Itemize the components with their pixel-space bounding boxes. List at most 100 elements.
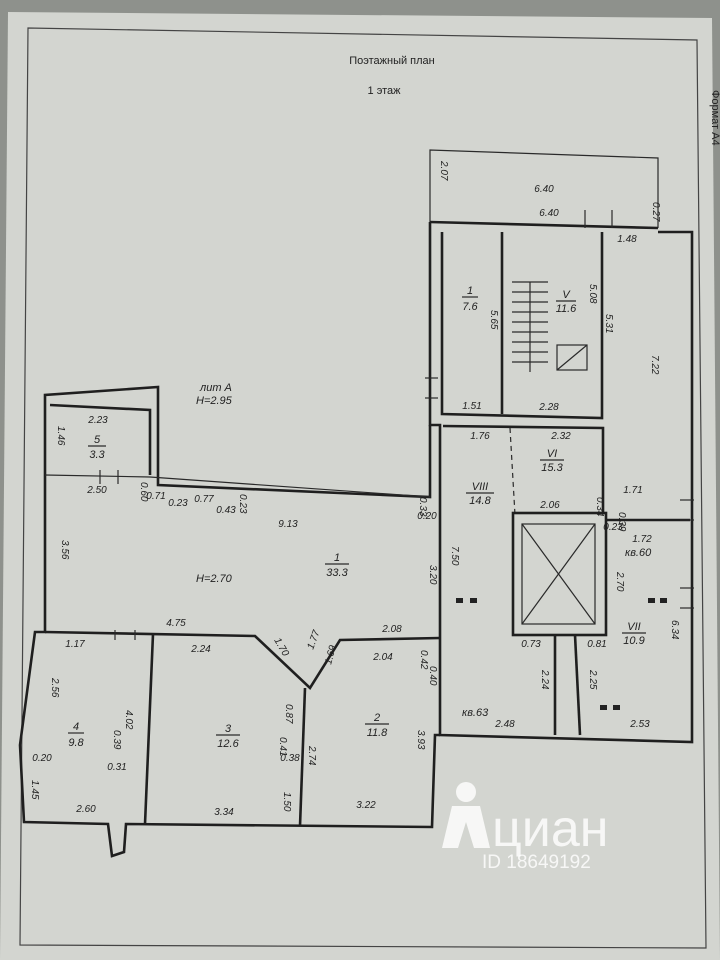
watermark-id: ID 18649192 — [482, 852, 591, 873]
dimension-label: 3.20 — [427, 565, 438, 585]
dimension-label: 6.40 — [534, 184, 554, 195]
dimension-label: 1.76 — [470, 431, 490, 442]
meter-icon — [660, 598, 667, 603]
dimension-label: 2.07 — [438, 160, 449, 181]
dimension-label: 1.69 — [323, 644, 339, 666]
dimension-label: 7.50 — [449, 546, 460, 566]
dimension-label: 4.75 — [166, 618, 186, 629]
building-lit: лит А — [199, 382, 232, 394]
dimension-label: 2.70 — [614, 571, 625, 592]
room-number: 1 — [334, 552, 340, 564]
dimension-label: 0.20 — [32, 753, 52, 764]
room-number: VII — [627, 621, 640, 633]
room-area: 3.3 — [89, 449, 105, 461]
cian-logo-icon — [442, 782, 490, 848]
room-number: 4 — [73, 721, 79, 733]
room-area: 12.6 — [217, 738, 239, 750]
room-number: VI — [547, 448, 557, 460]
dimension-label: 6.40 — [539, 208, 559, 219]
walls — [18, 149, 694, 858]
dimension-label: 3.56 — [59, 540, 70, 560]
dimension-label: 2.23 — [87, 415, 108, 426]
apartment-label: кв.60 — [625, 547, 652, 559]
apartment-label: кв.63 — [462, 707, 489, 719]
dimension-label: 0.41 — [277, 737, 288, 756]
room-number: 1 — [467, 285, 473, 297]
sheet-frame — [19, 27, 707, 949]
building-height: H=2.95 — [196, 395, 233, 407]
meter-icon — [648, 598, 655, 603]
dimension-label: 2.48 — [494, 719, 515, 730]
dimension-label: 0.60 — [138, 482, 149, 502]
dimension-label: 0.39 — [111, 730, 122, 750]
dimension-label: 0.40 — [427, 666, 438, 686]
dimension-label: 0.42 — [418, 650, 429, 670]
dimension-label: 0.33 — [417, 497, 428, 517]
paper-sheet — [0, 12, 720, 960]
dimension-label: 1.46 — [55, 426, 66, 446]
watermark-brand: циан — [492, 800, 608, 858]
dimension-label: 2.04 — [372, 652, 393, 663]
room-area: 14.8 — [469, 495, 491, 507]
floor-label: 1 этаж — [368, 85, 402, 97]
dimension-label: 7.22 — [649, 355, 660, 375]
format-label: Формат А4 — [709, 90, 720, 146]
dimension-label: 0.77 — [194, 494, 214, 505]
room-area: 11.6 — [556, 303, 577, 315]
room-area: 10.9 — [623, 635, 644, 647]
dimension-label: 2.06 — [539, 500, 560, 511]
room-number: 2 — [373, 712, 380, 724]
dimension-label: 1.17 — [65, 639, 85, 650]
dimension-label: 1.71 — [623, 485, 642, 496]
dimension-label: 2.08 — [381, 624, 402, 635]
room-number: 3 — [225, 723, 232, 735]
dimension-label: 2.74 — [306, 745, 317, 766]
plan-title: Поэтажный план — [349, 55, 435, 67]
room-number: VIII — [472, 481, 489, 493]
dimension-label: 0.34 — [594, 497, 605, 517]
dimension-label: 0.71 — [146, 491, 165, 502]
meter-icon — [613, 705, 620, 710]
dimension-label: 4.02 — [123, 710, 134, 730]
dimension-label: 2.28 — [538, 402, 559, 413]
dimension-label: 2.32 — [550, 431, 571, 442]
dimension-label: 0.20 — [417, 511, 437, 522]
dimension-label: 0.23 — [168, 498, 188, 509]
dimension-label: 2.50 — [86, 485, 107, 496]
equipment-marks — [456, 598, 667, 710]
dimension-label: 2.56 — [49, 677, 60, 698]
dimension-labels: 6.40 2.07 6.40 0.27 1.48 5.65 5.08 5.31 … — [29, 160, 680, 818]
meter-icon — [456, 598, 463, 603]
room-area: 11.8 — [367, 727, 388, 739]
dimension-label: 0.23 — [603, 522, 623, 533]
dimension-label: 0.27 — [650, 202, 661, 222]
dimension-label: 1.50 — [281, 792, 292, 812]
room-labels: 1 7.6 V 11.6 VI 15.3 VIII 14.8 5 3.3 1 3… — [68, 285, 652, 750]
dimension-label: 1.51 — [462, 401, 481, 412]
dimension-label: 2.24 — [539, 669, 550, 690]
dimension-label: 0.81 — [587, 639, 606, 650]
dimension-label: 3.93 — [415, 730, 426, 750]
room-number: V — [562, 289, 571, 301]
cian-watermark: циан ID 18649192 — [442, 782, 608, 873]
dimension-label: 0.87 — [283, 704, 294, 724]
dimension-label: 1.45 — [29, 780, 40, 800]
dimension-label: 9.13 — [278, 519, 298, 530]
dimension-label: 2.25 — [587, 669, 598, 690]
dimension-label: 0.23 — [237, 494, 248, 514]
dimension-label: 3.22 — [356, 800, 376, 811]
room-number: 5 — [94, 434, 101, 446]
dimension-label: 0.73 — [521, 639, 541, 650]
building-labels: лит А H=2.95 — [196, 382, 233, 407]
meter-icon — [600, 705, 607, 710]
dimension-label: 0.31 — [107, 762, 126, 773]
room-height: H=2.70 — [196, 573, 233, 585]
dimension-label: 3.34 — [214, 807, 234, 818]
room-area: 15.3 — [541, 462, 563, 474]
dimension-label: 5.08 — [587, 284, 598, 304]
dimension-label: 0.39 — [616, 512, 627, 532]
dimension-label: 5.31 — [603, 314, 614, 333]
dimension-label: 0.43 — [216, 505, 236, 516]
room-area: 33.3 — [326, 567, 348, 579]
